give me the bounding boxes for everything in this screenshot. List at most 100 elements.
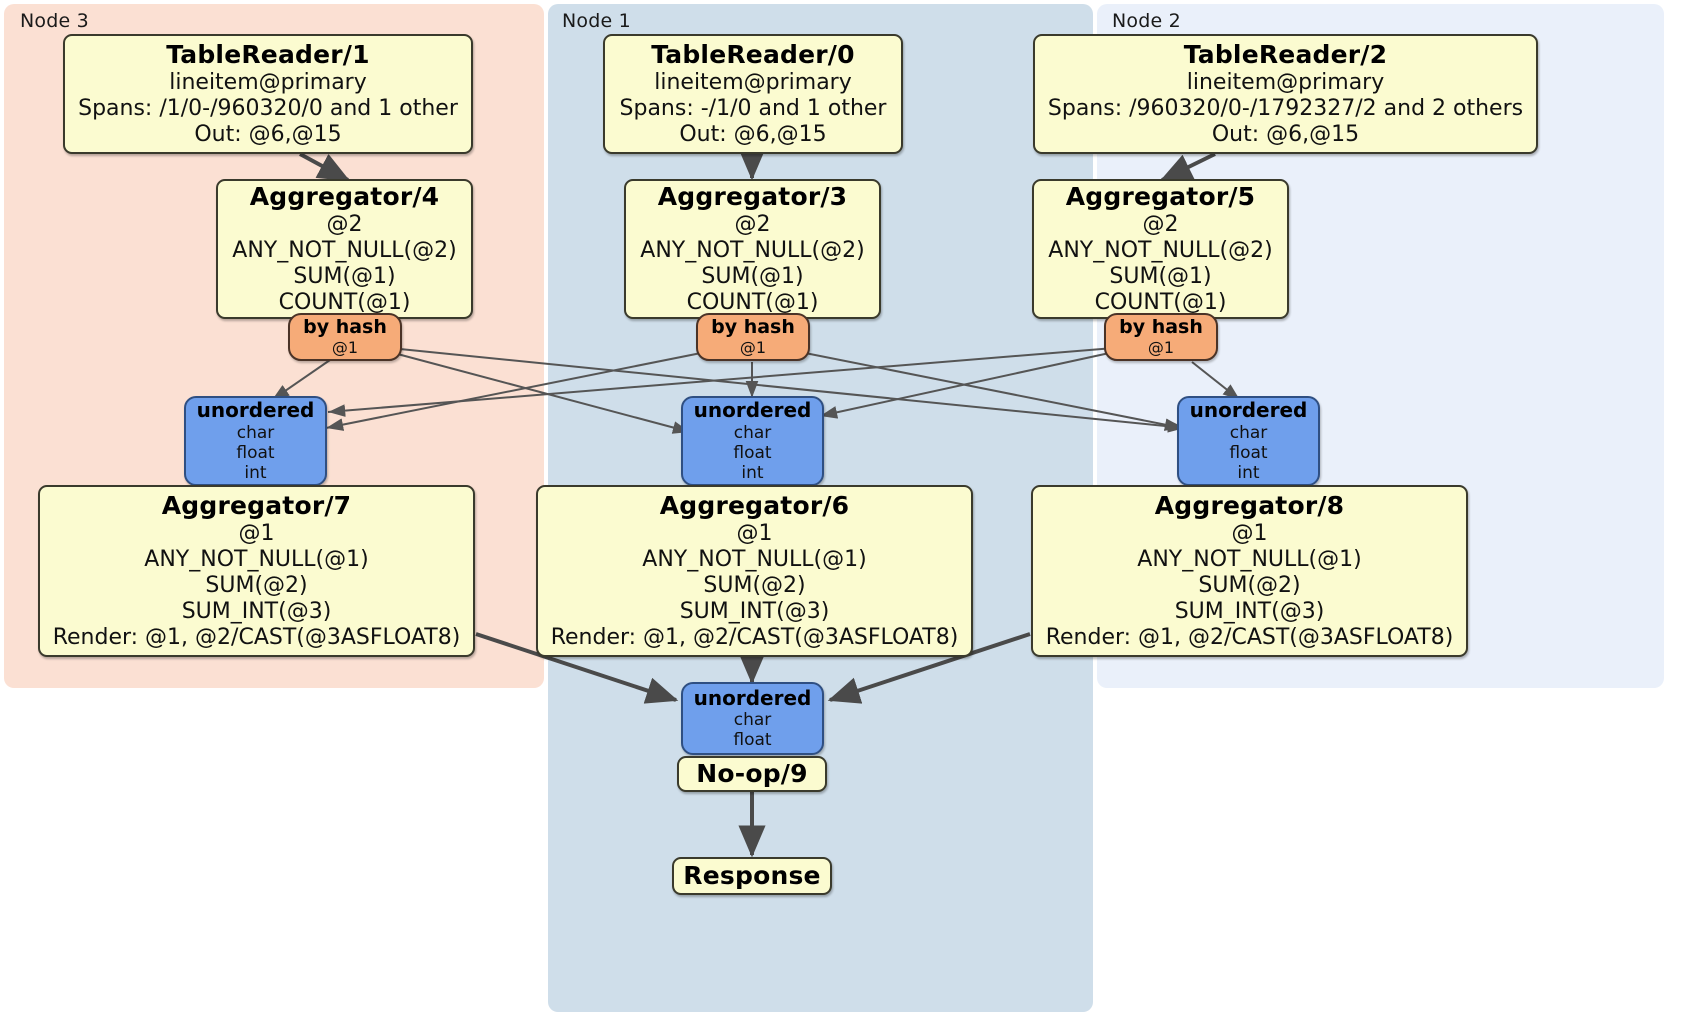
sync-title: unordered xyxy=(693,685,812,710)
node-title: TableReader/1 xyxy=(166,40,370,70)
node-line: SUM(@2) xyxy=(1198,572,1301,598)
edge-byhash-left-to-unordered-center xyxy=(389,351,691,434)
sync-title: unordered xyxy=(196,398,315,423)
edge-tablereader1-aggregator4 xyxy=(299,152,351,182)
router-title: by hash xyxy=(1119,316,1203,339)
router-line: @1 xyxy=(1147,337,1175,357)
router-by-hash-right[interactable]: by hash @1 xyxy=(1104,313,1218,361)
node-line: @2 xyxy=(326,211,363,237)
node-line: SUM(@1) xyxy=(1109,263,1212,289)
node-line: @1 xyxy=(238,520,275,546)
node-line: @2 xyxy=(1142,211,1179,237)
node-tablereader2[interactable]: TableReader/2 lineitem@primary Spans: /9… xyxy=(1033,34,1538,154)
sync-line: char xyxy=(733,710,772,731)
node-title: Aggregator/5 xyxy=(1065,182,1256,212)
node-tablereader0[interactable]: TableReader/0 lineitem@primary Spans: -/… xyxy=(603,34,903,154)
edge-byhash-left-to-unordered-left xyxy=(271,359,331,401)
node-line: Out: @6,@15 xyxy=(1211,121,1360,147)
node-response[interactable]: Response xyxy=(672,857,832,895)
node-line: COUNT(@1) xyxy=(1094,289,1227,315)
node-title: Aggregator/4 xyxy=(249,182,440,212)
edge-byhash-left-to-unordered-right xyxy=(389,347,1186,433)
node-line: ANY_NOT_NULL(@2) xyxy=(1048,237,1273,263)
node-line: SUM(@2) xyxy=(205,572,308,598)
node-title: Response xyxy=(683,861,821,891)
node-line: Spans: -/1/0 and 1 other xyxy=(619,95,887,121)
node-line: Render: @1, @2/CAST(@3ASFLOAT8) xyxy=(550,624,959,650)
sync-line: int xyxy=(244,462,267,483)
node-line: SUM_INT(@3) xyxy=(679,598,830,624)
node-title: Aggregator/6 xyxy=(659,491,850,521)
node-title: Aggregator/8 xyxy=(1154,491,1345,521)
node-aggregator8[interactable]: Aggregator/8 @1 ANY_NOT_NULL(@1) SUM(@2)… xyxy=(1031,485,1468,657)
node-line: ANY_NOT_NULL(@1) xyxy=(144,546,369,572)
node-aggregator6[interactable]: Aggregator/6 @1 ANY_NOT_NULL(@1) SUM(@2)… xyxy=(536,485,973,657)
node-title: No-op/9 xyxy=(696,759,808,789)
node-title: TableReader/0 xyxy=(651,40,855,70)
node-line: Out: @6,@15 xyxy=(679,121,827,147)
edge-aggregator7-to-unordered-final xyxy=(475,632,679,704)
node-line: lineitem@primary xyxy=(654,69,852,95)
node-line: lineitem@primary xyxy=(169,69,367,95)
sync-unordered-right[interactable]: unordered char float int xyxy=(1177,396,1320,486)
node-line: @1 xyxy=(1231,520,1268,546)
node-tablereader1[interactable]: TableReader/1 lineitem@primary Spans: /1… xyxy=(63,34,473,154)
node-title: Aggregator/3 xyxy=(657,182,848,212)
node-line: @1 xyxy=(736,520,773,546)
node-line: @2 xyxy=(734,211,771,237)
sync-unordered-final[interactable]: unordered char float xyxy=(681,682,824,755)
node-aggregator4[interactable]: Aggregator/4 @2 ANY_NOT_NULL(@2) SUM(@1)… xyxy=(216,179,473,319)
sync-line: char xyxy=(1229,422,1268,443)
node-line: SUM(@1) xyxy=(701,263,804,289)
node-line: SUM(@2) xyxy=(703,572,806,598)
node-noop9[interactable]: No-op/9 xyxy=(677,756,827,792)
edge-byhash-right-to-unordered-left xyxy=(327,347,1115,417)
node-line: ANY_NOT_NULL(@2) xyxy=(640,237,865,263)
panel-node-3-label: Node 3 xyxy=(20,10,89,32)
node-line: ANY_NOT_NULL(@1) xyxy=(1137,546,1362,572)
panel-node-1-label: Node 1 xyxy=(562,10,631,32)
sync-line: float xyxy=(236,442,275,463)
router-by-hash-left[interactable]: by hash @1 xyxy=(288,313,402,361)
sync-line: float xyxy=(1229,442,1268,463)
edge-byhash-right-to-unordered-center xyxy=(819,351,1115,419)
node-line: ANY_NOT_NULL(@1) xyxy=(642,546,867,572)
router-by-hash-center[interactable]: by hash @1 xyxy=(696,313,810,361)
node-aggregator3[interactable]: Aggregator/3 @2 ANY_NOT_NULL(@2) SUM(@1)… xyxy=(624,179,881,319)
edge-byhash-right-to-unordered-right xyxy=(1191,361,1241,401)
router-line: @1 xyxy=(739,337,767,357)
router-line: @1 xyxy=(331,337,359,357)
node-line: COUNT(@1) xyxy=(686,289,819,315)
node-line: COUNT(@1) xyxy=(278,289,411,315)
node-line: SUM_INT(@3) xyxy=(1174,598,1325,624)
node-line: lineitem@primary xyxy=(1186,69,1385,95)
node-aggregator5[interactable]: Aggregator/5 @2 ANY_NOT_NULL(@2) SUM(@1)… xyxy=(1032,179,1289,319)
node-line: Render: @1, @2/CAST(@3ASFLOAT8) xyxy=(52,624,461,650)
sync-title: unordered xyxy=(693,398,812,423)
node-title: TableReader/2 xyxy=(1183,40,1388,70)
node-aggregator7[interactable]: Aggregator/7 @1 ANY_NOT_NULL(@1) SUM(@2)… xyxy=(38,485,475,657)
sync-line: int xyxy=(741,462,764,483)
sync-line: char xyxy=(236,422,275,443)
node-line: Out: @6,@15 xyxy=(194,121,342,147)
sync-unordered-center[interactable]: unordered char float int xyxy=(681,396,824,486)
edge-tablereader2-aggregator5 xyxy=(1159,152,1216,182)
router-title: by hash xyxy=(711,316,795,339)
node-line: SUM_INT(@3) xyxy=(181,598,332,624)
sync-title: unordered xyxy=(1189,398,1308,423)
edge-byhash-center-to-unordered-right xyxy=(799,351,1183,431)
node-line: Spans: /1/0-/960320/0 and 1 other xyxy=(78,95,458,121)
sync-line: float xyxy=(733,730,772,751)
edge-aggregator8-to-unordered-final xyxy=(827,632,1031,704)
node-title: Aggregator/7 xyxy=(161,491,352,521)
router-title: by hash xyxy=(303,316,387,339)
node-line: Spans: /960320/0-/1792327/2 and 2 others xyxy=(1047,95,1524,121)
edge-byhash-center-to-unordered-left xyxy=(325,351,707,431)
sync-line: char xyxy=(733,422,772,443)
sync-line: int xyxy=(1237,462,1260,483)
node-line: ANY_NOT_NULL(@2) xyxy=(232,237,457,263)
sync-unordered-left[interactable]: unordered char float int xyxy=(184,396,327,486)
node-line: SUM(@1) xyxy=(293,263,396,289)
